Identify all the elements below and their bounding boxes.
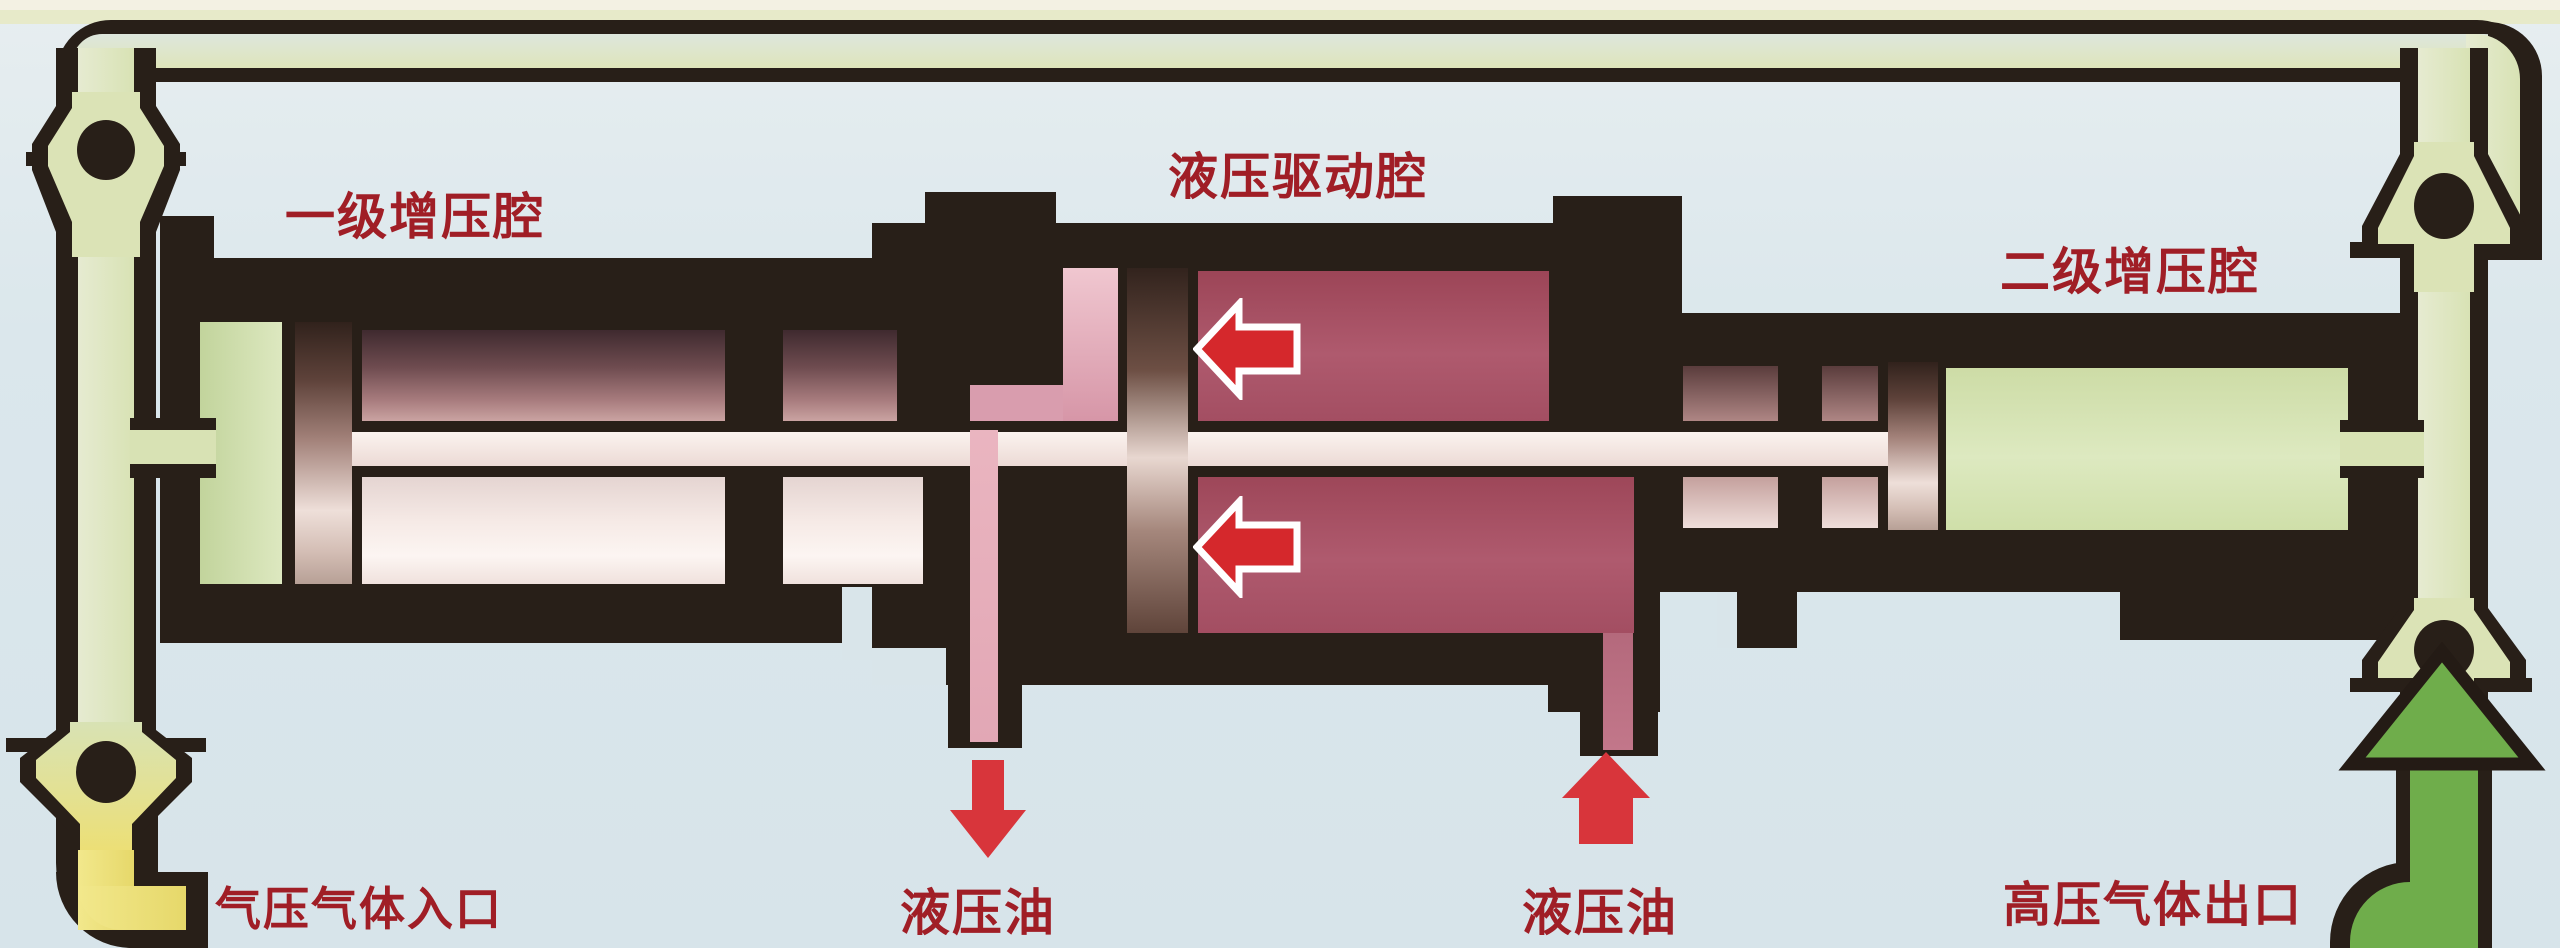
drive-flow-arrow-upper-icon [1193, 298, 1301, 400]
right-pipe-fill [2418, 48, 2470, 656]
gas-outlet-arrow-icon [2338, 642, 2546, 771]
drive-block-tower [1553, 196, 1682, 223]
oil-out-arrow-icon [950, 760, 1026, 858]
oil-in-arrow-icon [1562, 752, 1650, 844]
drive-block-step [925, 192, 1056, 223]
top-pipe-fill [72, 34, 2518, 68]
stage2-gland-upper-2 [1822, 366, 1878, 428]
stage1-chamber-label: 一级增压腔 [285, 189, 545, 245]
stage2-outlet-stub [2340, 432, 2424, 466]
stage1-upper-chamber-b [783, 330, 897, 424]
stage2-housing-foot [1737, 592, 1797, 648]
stage2-gland-upper-1 [1683, 366, 1778, 428]
stage1-housing-step [160, 216, 214, 258]
valve-ball-icon [2414, 173, 2474, 239]
stage2-chamber-label: 二级增压腔 [2000, 244, 2260, 300]
housing-bottom-cut [872, 648, 946, 685]
check-valve-top-left [26, 92, 186, 257]
valve-ball-icon [76, 741, 136, 803]
stage1-inlet-stub [130, 430, 216, 464]
oil-left-label: 液压油 [900, 885, 1056, 941]
drive-piston [1127, 268, 1188, 633]
stage2-housing-bottom [2120, 592, 2400, 640]
stage2-gland-lower-1 [1683, 472, 1778, 528]
housing-slot-right [1717, 592, 1737, 648]
gas-outlet-label: 高压气体出口 [2003, 879, 2304, 932]
stage1-lower-chamber-a [362, 472, 725, 584]
housing-slot-left [842, 587, 872, 660]
oil-port-left-channel [970, 430, 998, 742]
stage1-piston [295, 322, 352, 584]
oil-channel-upper [1063, 268, 1118, 430]
stage2-piston [1888, 362, 1938, 530]
piston-rod [352, 421, 1890, 477]
check-valve-bottom-left [6, 722, 206, 850]
stage1-lower-chamber-b [783, 472, 923, 584]
valve-ball-icon [77, 120, 135, 180]
oil-right-label: 液压油 [1522, 885, 1678, 941]
gas-inlet-label: 气压气体入口 [215, 883, 503, 935]
drive-chamber-label: 液压驱动腔 [1168, 149, 1428, 205]
top-strip-cream [0, 0, 2560, 10]
stage2-gas-chamber [1946, 368, 2348, 530]
gas-outlet-shaft [2410, 756, 2478, 948]
check-valve-top-right [2350, 142, 2532, 292]
stage2-gland-lower-2 [1822, 472, 1878, 528]
oil-port-right-channel [1603, 633, 1633, 750]
stage1-upper-chamber-a [362, 330, 725, 424]
drive-flow-arrow-lower-icon [1193, 496, 1301, 598]
